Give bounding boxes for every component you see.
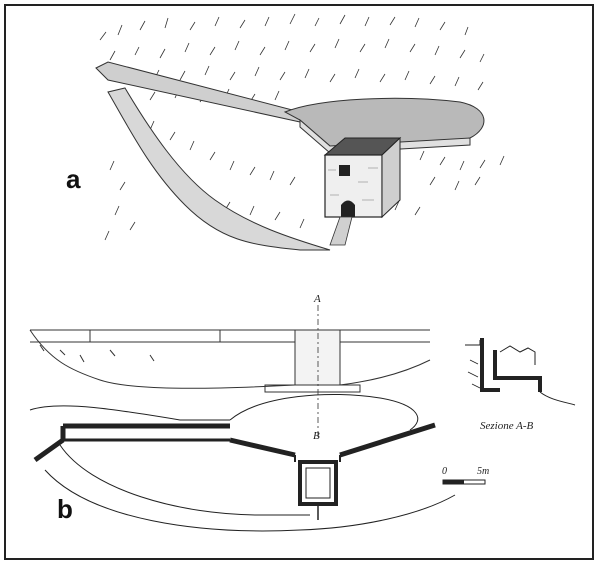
reservoir-wall	[299, 118, 471, 154]
panel-a-label: a	[66, 164, 81, 194]
scale-bar	[442, 479, 486, 485]
section-caption: Sezione A-B	[480, 420, 534, 432]
scale-length-label: 5m	[477, 466, 490, 477]
plan-view	[29, 394, 456, 532]
stream-channel	[107, 87, 331, 251]
scale-zero-label: 0	[442, 466, 447, 477]
marker-b: B	[313, 430, 320, 442]
marker-a: A	[314, 293, 321, 305]
panel-b-label: b	[57, 494, 73, 524]
tailrace	[329, 216, 353, 246]
mill-building	[323, 136, 402, 219]
elevation-view	[29, 329, 431, 393]
section-drawing	[465, 338, 576, 406]
